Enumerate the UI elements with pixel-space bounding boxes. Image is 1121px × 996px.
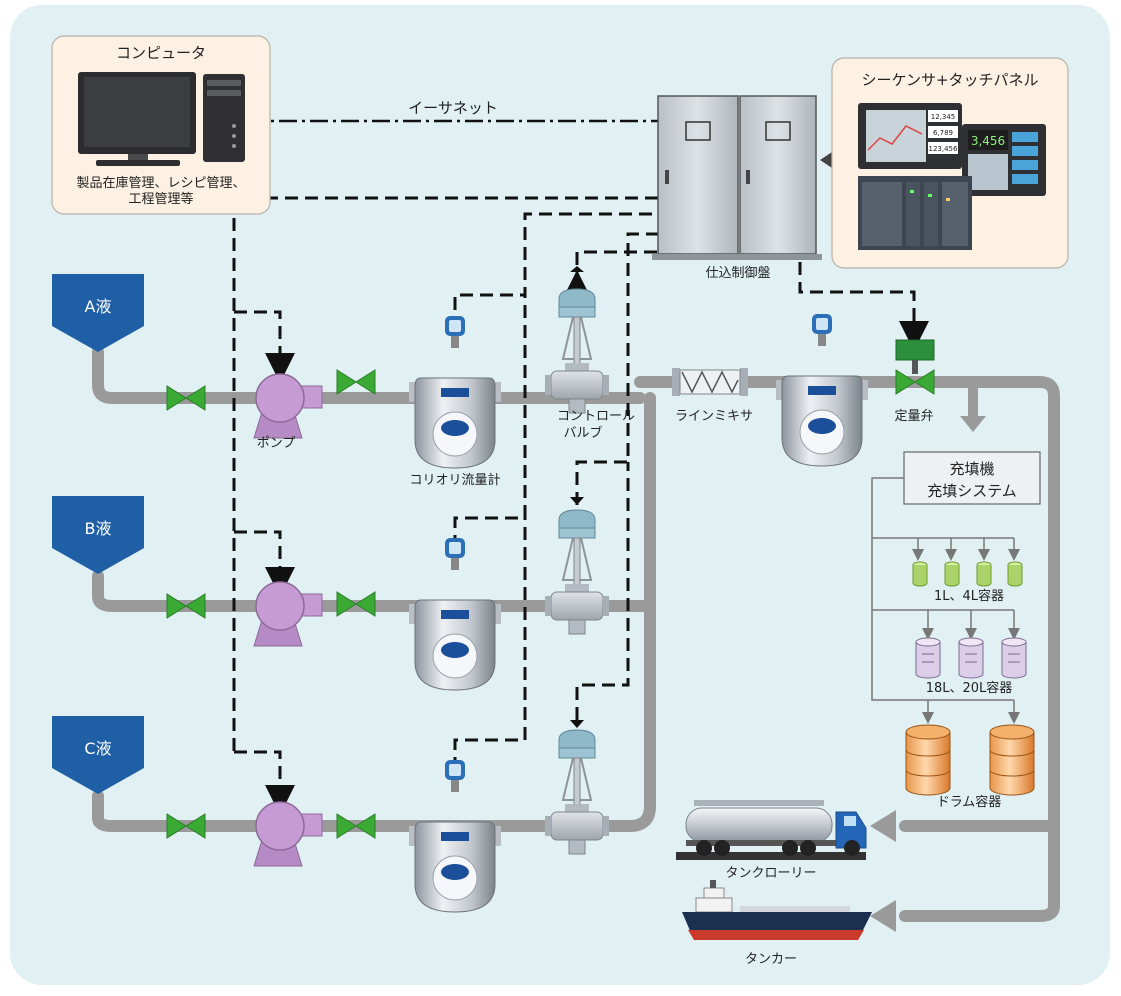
metering-valve[interactable] xyxy=(895,339,935,395)
filling-distribution-lines xyxy=(871,477,1020,724)
screen-value-3: 123,456 xyxy=(929,145,958,153)
arrow-to-tanker xyxy=(870,900,896,932)
display-value: 3,456 xyxy=(971,134,1005,148)
ethernet-label: イーサネット xyxy=(408,99,498,117)
touch-panel-icon: 12,345 6,789 123,456 xyxy=(858,103,962,169)
drum-container-1 xyxy=(905,724,951,796)
computer-description-1: 製品在庫管理、レシピ管理、 xyxy=(76,176,245,191)
computer-title: コンピュータ xyxy=(116,44,206,62)
pc-tower-icon xyxy=(203,74,245,162)
line-mixer-label: ラインミキサ xyxy=(675,409,753,424)
flowmeter-label: コリオリ流量計 xyxy=(409,472,500,488)
pail-container-3 xyxy=(1001,637,1027,679)
plc-module-icon xyxy=(858,176,972,250)
tank-b-label: B液 xyxy=(85,519,112,538)
small-container-2 xyxy=(944,561,960,587)
signal-pump-a xyxy=(234,310,295,383)
pipe-main-header xyxy=(634,376,1060,922)
tank-lorry-icon xyxy=(676,800,867,860)
signal-valve-c xyxy=(575,462,630,720)
tank-a: A液 xyxy=(52,274,144,352)
control-panel-label: 仕込制御盤 xyxy=(705,266,770,281)
tank-a-label: A液 xyxy=(85,297,112,316)
sequencer-box: シーケンサ+タッチパネル 12,345 6,789 123,456 3,456 xyxy=(831,57,1069,269)
tanker-ship-icon xyxy=(682,880,872,940)
pipe-line-b xyxy=(92,570,656,612)
pail-container-2 xyxy=(958,637,984,679)
pail-container-1 xyxy=(915,637,941,679)
screen-value-1: 12,345 xyxy=(931,113,956,121)
arrow-to-lorry xyxy=(870,810,896,842)
tank-c-label: C液 xyxy=(84,739,111,758)
small-container-4 xyxy=(1007,561,1023,587)
line-mixer[interactable] xyxy=(672,368,748,396)
drum-containers-label: ドラム容器 xyxy=(937,794,1002,810)
control-valve-label-2: バルブ xyxy=(563,425,602,441)
signal-valve-a xyxy=(562,250,660,300)
signal-pump-c xyxy=(234,750,295,815)
control-panel-cabinet xyxy=(652,95,822,260)
signal-pump-b xyxy=(234,530,295,597)
computer-box: コンピュータ 製品在庫管理、レシピ管理、 工程管理等 xyxy=(51,35,271,215)
monitor-icon xyxy=(78,72,196,166)
tanker-label: タンカー xyxy=(745,952,797,967)
small-container-3 xyxy=(976,561,992,587)
small-containers-label: 1L、4L容器 xyxy=(934,588,1004,604)
tank-c: C液 xyxy=(52,716,144,794)
arrow-to-filling xyxy=(960,416,986,432)
filling-title-2: 充填システム xyxy=(927,482,1017,500)
tank-b: B液 xyxy=(52,496,144,574)
signal-metering-valve xyxy=(798,262,929,351)
tank-lorry-label: タンクローリー xyxy=(725,866,816,881)
signal-valve-b xyxy=(575,232,660,505)
screen-value-2: 6,789 xyxy=(933,129,953,137)
metering-valve-label: 定量弁 xyxy=(894,409,933,424)
filling-machine-box[interactable]: 充填機 充填システム xyxy=(903,451,1041,505)
drum-container-2 xyxy=(989,724,1035,796)
signal-meter-c xyxy=(453,518,527,770)
computer-description-2: 工程管理等 xyxy=(128,191,193,207)
control-valve-label-1: コントロール xyxy=(557,409,635,424)
display-panel-icon: 3,456 xyxy=(962,124,1046,196)
filling-title-1: 充填機 xyxy=(949,460,994,478)
signal-meter-b xyxy=(453,295,527,548)
signal-lines xyxy=(232,119,929,815)
sequencer-title: シーケンサ+タッチパネル xyxy=(861,71,1038,89)
pump-label: ポンプ xyxy=(257,436,296,451)
pail-containers-label: 18L、20L容器 xyxy=(926,680,1013,696)
small-container-1 xyxy=(912,561,928,587)
pipe-line-a xyxy=(92,346,646,404)
